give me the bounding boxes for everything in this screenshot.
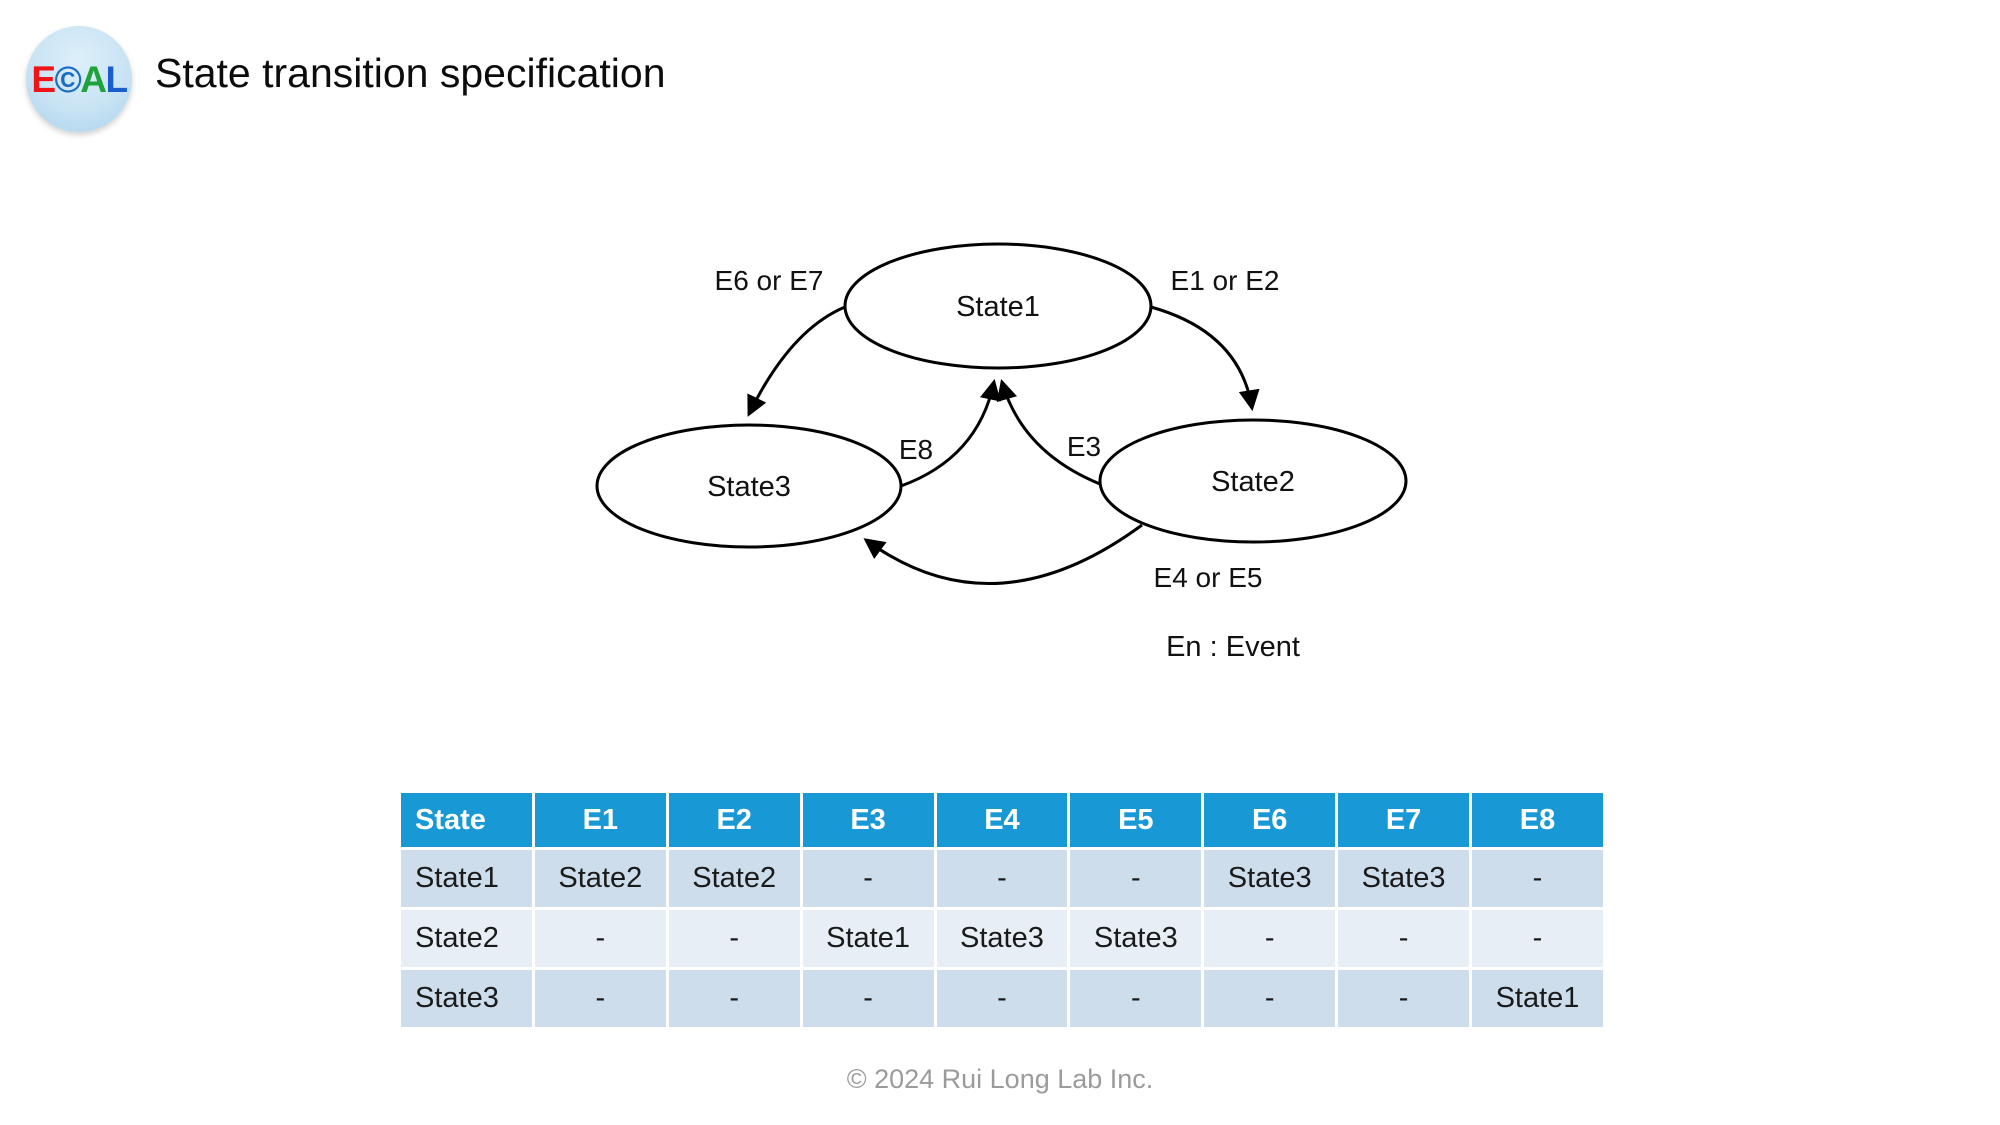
cell: State3 <box>1335 847 1472 910</box>
cell: State3 <box>1201 847 1339 910</box>
edge-label-e8: E8 <box>899 434 933 465</box>
edge-label-e3: E3 <box>1067 431 1101 462</box>
state2-ellipse <box>1098 418 1408 544</box>
cell: - <box>933 967 1071 1030</box>
column-header-e3: E3 <box>799 790 937 850</box>
edge-label-e6e7: E6 or E7 <box>715 265 824 296</box>
row-header: State1 <box>398 847 535 910</box>
column-header-state: State <box>398 790 535 850</box>
cell: State1 <box>799 907 937 970</box>
transition-table-container: State E1 E2 E3 E4 E5 E6 E7 E8 State1 Sta… <box>398 790 1606 1030</box>
cell: - <box>1067 847 1205 910</box>
ecal-logo: E©AL <box>26 26 132 132</box>
cell: - <box>1335 967 1472 1030</box>
state3-label: State3 <box>707 471 791 503</box>
column-header-e1: E1 <box>531 790 669 850</box>
table-header-row: State E1 E2 E3 E4 E5 E6 E7 E8 <box>398 790 1606 850</box>
ecal-logo-text: E©AL <box>31 58 129 100</box>
cell: - <box>1201 907 1339 970</box>
cell: - <box>531 907 669 970</box>
edge-label-e4e5: E4 or E5 <box>1154 562 1263 593</box>
logo-letter-l: L <box>105 58 129 100</box>
state2-label: State2 <box>1211 466 1295 498</box>
table-row-state2: State2 - - State1 State3 State3 - - - <box>398 907 1606 970</box>
column-header-e2: E2 <box>665 790 803 850</box>
cell: - <box>799 847 937 910</box>
state1-ellipse <box>843 242 1153 370</box>
cell: - <box>531 967 669 1030</box>
column-header-e6: E6 <box>1201 790 1339 850</box>
edge-label-e1e2: E1 or E2 <box>1171 265 1280 296</box>
edge-state3-to-state1 <box>900 378 1001 488</box>
transition-table: State E1 E2 E3 E4 E5 E6 E7 E8 State1 Sta… <box>398 790 1606 1030</box>
cell: - <box>1335 907 1472 970</box>
cell: State3 <box>1067 907 1205 970</box>
column-header-e5: E5 <box>1067 790 1205 850</box>
cell: State1 <box>1469 967 1606 1030</box>
row-header: State3 <box>398 967 535 1030</box>
row-header: State2 <box>398 907 535 970</box>
cell: - <box>1067 967 1205 1030</box>
cell: - <box>933 847 1071 910</box>
cell: - <box>665 967 803 1030</box>
cell: State2 <box>665 847 803 910</box>
cell: - <box>799 967 937 1030</box>
cell: State2 <box>531 847 669 910</box>
logo-letter-a: A <box>80 58 107 100</box>
cell: - <box>1201 967 1339 1030</box>
table-row-state3: State3 - - - - - - - State1 <box>398 967 1606 1030</box>
edge-state1-to-state2 <box>1150 305 1260 412</box>
edge-state1-to-state3 <box>747 305 846 417</box>
logo-letter-c: © <box>54 58 82 100</box>
cell: - <box>1469 907 1606 970</box>
column-header-e7: E7 <box>1335 790 1472 850</box>
cell: - <box>665 907 803 970</box>
diagram-legend: En : Event <box>1166 631 1300 663</box>
edge-state2-to-state3 <box>863 523 1143 585</box>
state3-ellipse <box>595 423 903 549</box>
edge-state2-to-state1 <box>996 378 1101 486</box>
logo-letter-e: E <box>31 58 56 100</box>
copyright-text: © 2024 Rui Long Lab Inc. <box>846 1064 1154 1094</box>
column-header-e8: E8 <box>1469 790 1606 850</box>
table-row-state1: State1 State2 State2 - - - State3 State3… <box>398 847 1606 910</box>
page-title: State transition specification <box>155 50 666 96</box>
column-header-e4: E4 <box>933 790 1071 850</box>
state1-label: State1 <box>956 291 1040 323</box>
cell: - <box>1469 847 1606 910</box>
cell: State3 <box>933 907 1071 970</box>
